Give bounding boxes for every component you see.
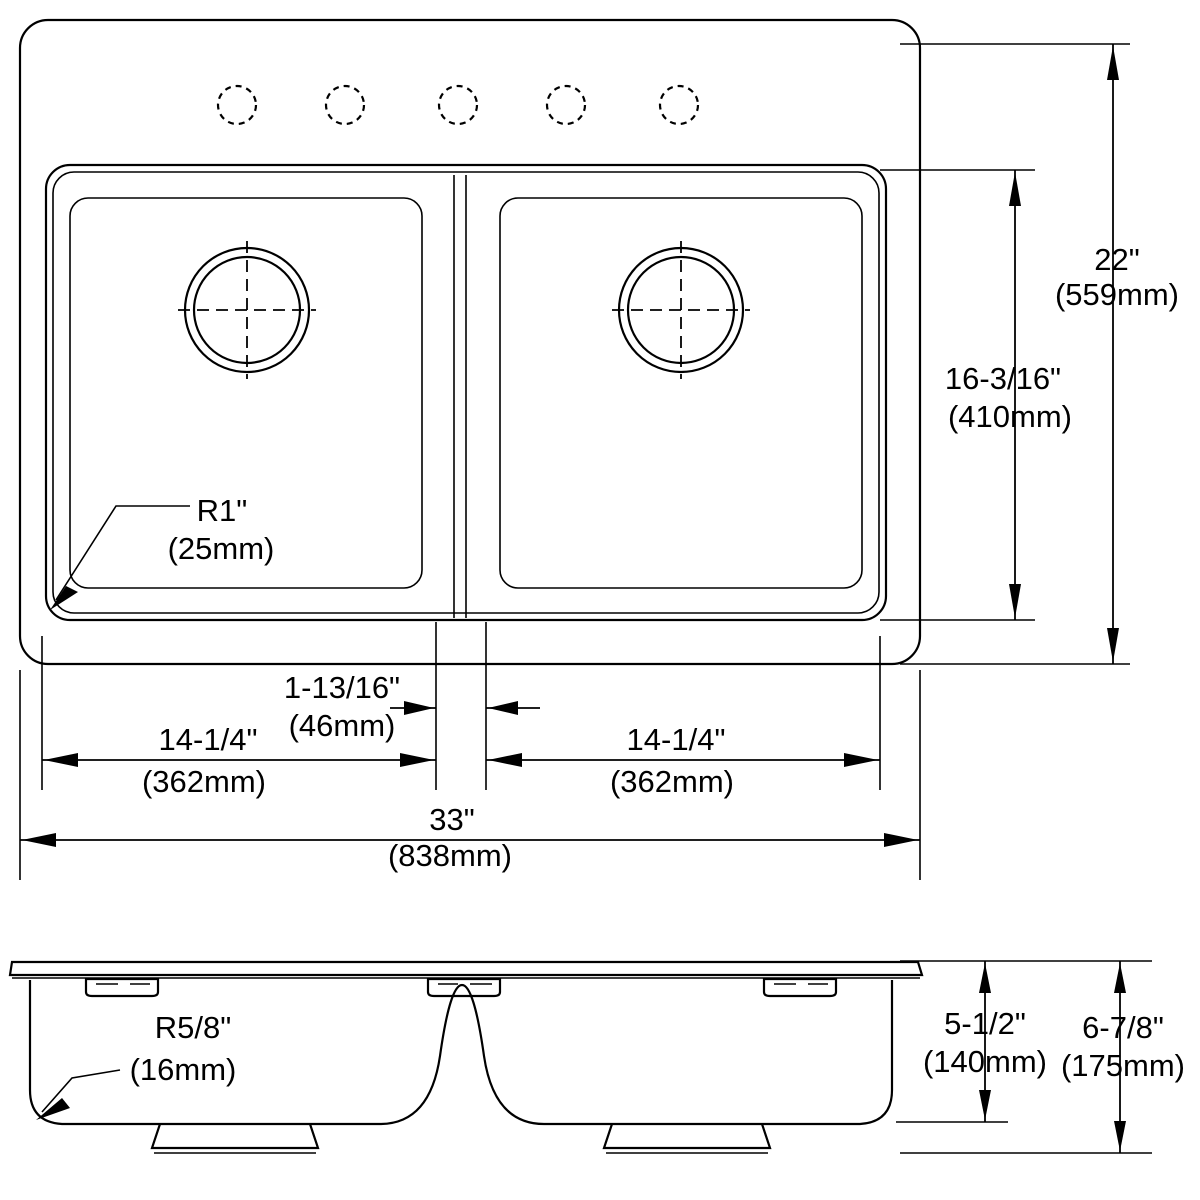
divider-width-arrow-left [404, 701, 434, 715]
bowl-depth-label-metric: (140mm) [923, 1044, 1047, 1079]
section-dimension-extension-lines [896, 960, 1152, 1154]
bowl-rim-outer [44, 163, 888, 622]
overall-height-arrow-bottom [1107, 628, 1119, 662]
r1-leader-arrowhead [50, 586, 78, 610]
faucet-hole-icon [216, 84, 258, 126]
corner-radius-top-view-leader [50, 505, 190, 610]
front-section-view [8, 960, 924, 1154]
bowl-depth-dimension [979, 961, 991, 1122]
left-bowl-width-label-imperial: 14-1/4" [159, 722, 258, 757]
r58-label-metric: (16mm) [130, 1052, 237, 1087]
overall-height-label-imperial: 22" [1094, 242, 1140, 277]
bowl-rim-inner [52, 171, 880, 614]
mounting-clip-icon [762, 977, 838, 998]
bowl-height-dimension [1009, 170, 1021, 620]
bowl-height-arrow-top [1009, 172, 1021, 206]
right-bowl-width-label-imperial: 14-1/4" [627, 722, 726, 757]
overall-width-dimension [20, 833, 920, 847]
divider-width-dimension [390, 701, 540, 715]
divider-width-arrow-right [488, 701, 518, 715]
r1-label-imperial: R1" [197, 493, 248, 528]
faucet-hole-icon [324, 84, 366, 126]
left-bowl-width-arrow-right [400, 753, 434, 767]
mounting-clip-icon [426, 977, 502, 998]
right-bowl-width-arrow-left [488, 753, 522, 767]
r58-leader-arrowhead [36, 1098, 70, 1120]
overall-depth-label-metric: (175mm) [1061, 1048, 1185, 1083]
center-divider [453, 175, 467, 618]
r1-label-metric: (25mm) [168, 531, 275, 566]
overall-height-arrow-top [1107, 46, 1119, 80]
overall-height-label-metric: (559mm) [1055, 277, 1179, 312]
overall-depth-label-imperial: 6-7/8" [1082, 1010, 1164, 1045]
divider-width-label-imperial: 1-13/16" [284, 670, 400, 705]
left-drain-boss-outline [150, 1123, 320, 1150]
section-bowl-outline [28, 980, 894, 1126]
left-drain-boss [150, 1123, 320, 1154]
right-drain-boss [602, 1123, 772, 1154]
deck-outline [18, 18, 922, 666]
right-bowl-width-label-metric: (362mm) [610, 764, 734, 799]
faucet-hole-group [216, 84, 700, 126]
faucet-hole-icon [658, 84, 700, 126]
right-bowl-floor [499, 197, 863, 589]
overall-width-label-imperial: 33" [429, 802, 475, 837]
right-drain-boss-outline [602, 1123, 772, 1150]
bowl-height-label-imperial: 16-3/16" [945, 361, 1061, 396]
right-drain [612, 241, 750, 379]
overall-width-arrow-left [22, 833, 56, 847]
corner-radius-section-leader [36, 1069, 121, 1120]
r58-label-imperial: R5/8" [155, 1010, 232, 1045]
bowl-depth-arrow-top [979, 963, 991, 993]
r58-leader-line [41, 1069, 121, 1113]
faucet-hole-icon [545, 84, 587, 126]
overall-depth-arrow-top [1114, 963, 1126, 993]
left-bowl-floor [69, 197, 423, 589]
left-bowl-width-dimension [42, 753, 436, 767]
top-view [18, 18, 922, 666]
overall-depth-arrow-bottom [1114, 1121, 1126, 1151]
mounting-clip-group [84, 977, 838, 998]
bowl-height-label-metric: (410mm) [948, 399, 1072, 434]
bowl-depth-arrow-bottom [979, 1090, 991, 1120]
bowl-height-arrow-bottom [1009, 584, 1021, 618]
right-bowl-width-dimension [486, 753, 880, 767]
vertical-dimension-extension-lines [880, 43, 1130, 665]
r1-leader-line [55, 505, 190, 601]
bowl-depth-label-imperial: 5-1/2" [944, 1006, 1026, 1041]
left-drain [178, 241, 316, 379]
horizontal-dimension-extension-lines [19, 622, 921, 880]
left-bowl-width-arrow-left [44, 753, 78, 767]
left-bowl-width-label-metric: (362mm) [142, 764, 266, 799]
section-deck-slab [8, 960, 924, 977]
overall-height-dimension [1107, 44, 1119, 664]
overall-depth-dimension [1114, 961, 1126, 1153]
mounting-clip-icon [84, 977, 160, 998]
divider-width-label-metric: (46mm) [289, 708, 396, 743]
overall-width-arrow-right [884, 833, 918, 847]
overall-width-label-metric: (838mm) [388, 838, 512, 873]
right-bowl-width-arrow-right [844, 753, 878, 767]
faucet-hole-icon [437, 84, 479, 126]
